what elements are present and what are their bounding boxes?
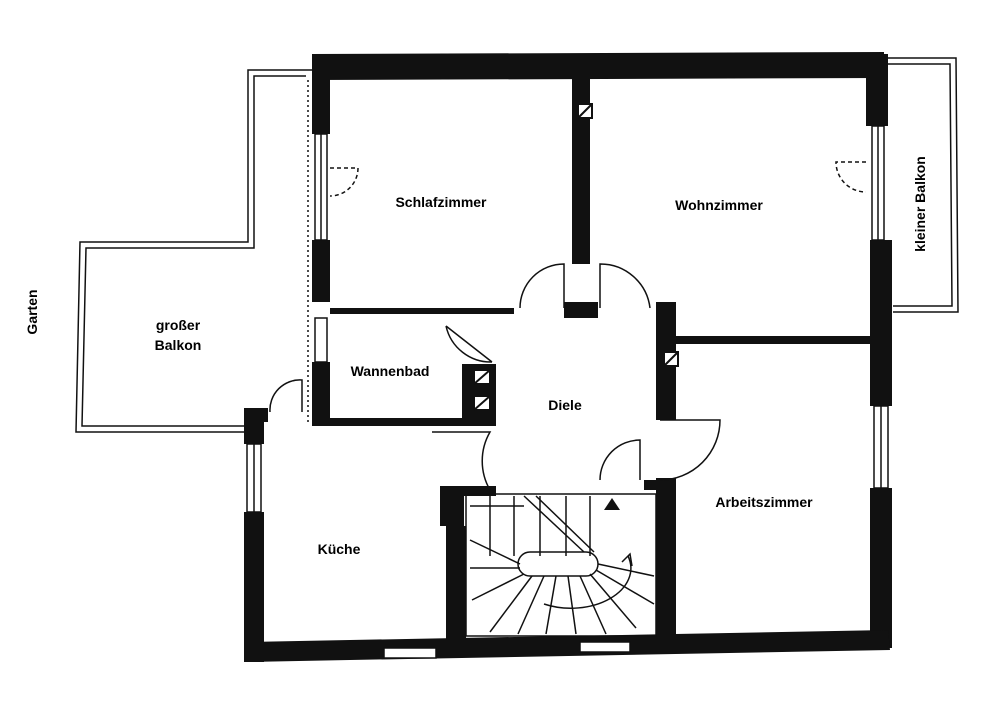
kleiner-balkon-outline: [888, 57, 959, 313]
label-schlafzimmer: Schlafzimmer: [395, 194, 487, 210]
grosser-balkon-outline: [75, 69, 312, 433]
label-wannenbad: Wannenbad: [351, 363, 430, 379]
label-kleiner-balkon: kleiner Balkon: [912, 156, 928, 252]
door-swings: [269, 161, 867, 491]
windows: [246, 125, 889, 659]
exterior-walls: [244, 52, 892, 662]
label-grosser-balkon-line1: großer: [156, 317, 201, 333]
label-arbeitszimmer: Arbeitszimmer: [715, 494, 813, 510]
label-wohnzimmer: Wohnzimmer: [675, 197, 763, 213]
interior-walls: [244, 54, 874, 642]
label-kueche: Küche: [318, 541, 361, 557]
ducts: [473, 103, 679, 411]
label-grosser-balkon-line2: Balkon: [155, 337, 202, 353]
label-garten: Garten: [24, 289, 40, 334]
stair-direction-arrow-icon: [604, 498, 620, 510]
staircase: [465, 493, 657, 637]
label-diele: Diele: [548, 397, 582, 413]
